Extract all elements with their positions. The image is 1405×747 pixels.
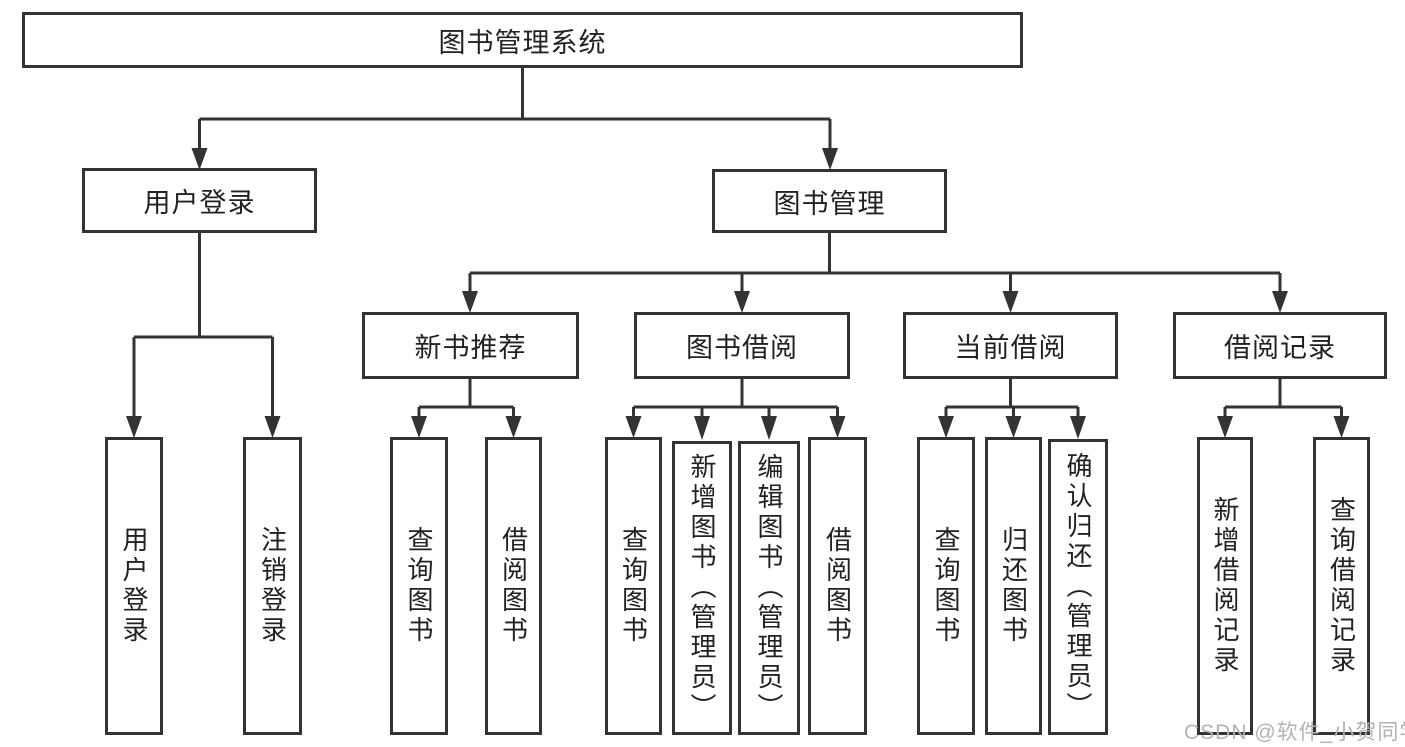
- node-current-borrowing: 当前借阅: [903, 312, 1118, 379]
- node-book-borrowing: 图书借阅: [634, 312, 850, 379]
- leaf-logout-label: 注销登录: [257, 526, 288, 646]
- leaf-user-login-label: 用户登录: [119, 526, 149, 646]
- node-new-book-recommend-label: 新书推荐: [414, 333, 527, 363]
- leaf-add-book-admin-label: 新增图书（管理员）: [687, 453, 717, 723]
- node-new-book-recommend: 新书推荐: [362, 312, 579, 379]
- leaf-query-books-borrowing: 查询图书: [605, 437, 662, 735]
- leaf-query-books-recommend: 查询图书: [390, 437, 448, 735]
- leaf-return-books-label: 归还图书: [998, 526, 1029, 646]
- node-book-borrowing-label: 图书借阅: [686, 333, 798, 363]
- arrowheads: [126, 148, 1350, 440]
- leaf-user-login: 用户登录: [105, 437, 163, 735]
- csdn-watermark: CSDN @软件_小贺同学: [1184, 721, 1405, 744]
- node-user-login-label: 用户登录: [143, 188, 256, 218]
- leaf-borrow-books-borrowing-label: 借阅图书: [822, 526, 853, 646]
- leaf-borrow-books-recommend-label: 借阅图书: [498, 526, 529, 646]
- leaf-return-books: 归还图书: [985, 437, 1042, 735]
- leaf-add-borrow-record-label: 新增借阅记录: [1210, 496, 1240, 676]
- node-user-login: 用户登录: [82, 168, 317, 233]
- leaf-logout: 注销登录: [243, 437, 302, 735]
- leaf-edit-book-admin-label: 编辑图书（管理员）: [754, 453, 784, 723]
- node-book-management: 图书管理: [712, 169, 947, 233]
- node-borrowing-records-label: 借阅记录: [1224, 333, 1336, 363]
- node-book-management-system-label: 图书管理系统: [438, 27, 607, 58]
- leaf-confirm-return-admin-label: 确认归还（管理员）: [1063, 452, 1093, 722]
- leaf-edit-book-admin: 编辑图书（管理员）: [738, 441, 800, 735]
- leaf-query-books-current: 查询图书: [917, 437, 975, 735]
- leaf-query-borrow-record-label: 查询借阅记录: [1326, 496, 1357, 676]
- node-borrowing-records: 借阅记录: [1173, 312, 1387, 379]
- leaf-borrow-books-recommend: 借阅图书: [485, 437, 542, 735]
- node-current-borrowing-label: 当前借阅: [954, 333, 1067, 363]
- leaf-query-borrow-record: 查询借阅记录: [1313, 437, 1370, 735]
- node-book-management-label: 图书管理: [773, 188, 886, 219]
- leaf-confirm-return-admin: 确认归还（管理员）: [1048, 439, 1108, 735]
- leaf-query-books-current-label: 查询图书: [931, 526, 961, 646]
- leaf-add-book-admin: 新增图书（管理员）: [672, 441, 732, 735]
- leaf-query-books-borrowing-label: 查询图书: [618, 526, 649, 646]
- node-book-management-system: 图书管理系统: [22, 12, 1023, 68]
- leaf-borrow-books-borrowing: 借阅图书: [808, 437, 867, 735]
- leaf-add-borrow-record: 新增借阅记录: [1197, 437, 1253, 735]
- leaf-query-books-recommend-label: 查询图书: [404, 526, 434, 646]
